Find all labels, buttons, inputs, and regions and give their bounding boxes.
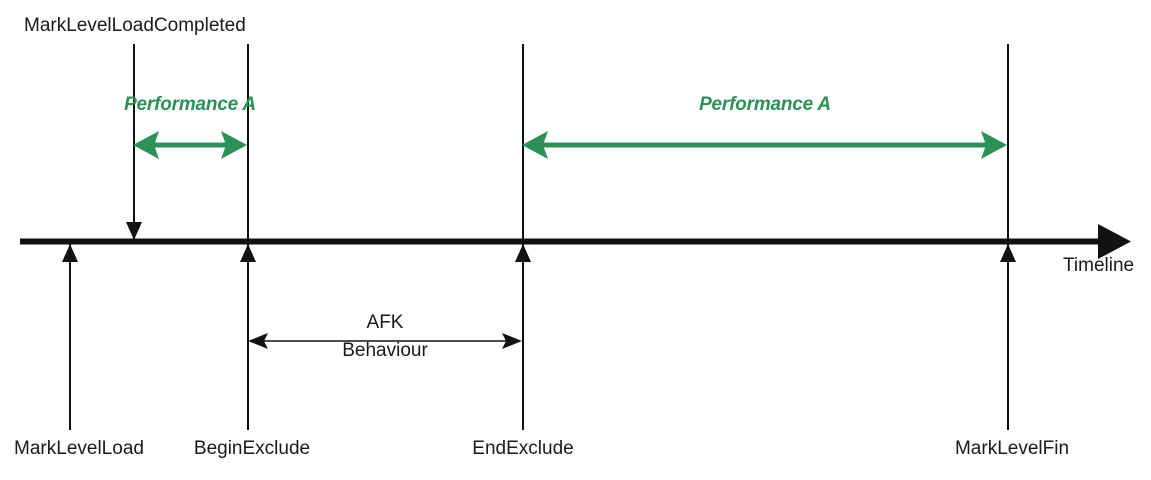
marker-line-mark-level-fin (1007, 44, 1009, 430)
label-mark-level-load: MarkLevelLoad (14, 438, 144, 459)
span-label-behaviour: Behaviour (342, 340, 428, 361)
arrow-mark-level-load-completed-down (126, 44, 142, 240)
arrow-begin-exclude-up (240, 244, 256, 345)
label-end-exclude: EndExclude (472, 438, 574, 459)
span-arrow-performance-a-left (133, 131, 247, 159)
label-begin-exclude: BeginExclude (193, 438, 311, 459)
span-arrow-afk-behaviour (248, 333, 522, 349)
arrow-mark-level-fin-up (1000, 244, 1016, 430)
span-label-performance-a-left: Performance A (124, 94, 256, 115)
label-mark-level-fin: MarkLevelFin (954, 438, 1070, 459)
timeline-axis (20, 224, 1131, 259)
marker-line-end-exclude (522, 44, 524, 430)
span-label-performance-a-right: Performance A (699, 94, 831, 115)
span-arrow-performance-a-right (522, 131, 1007, 159)
arrow-end-exclude-up (515, 244, 531, 345)
marker-line-begin-exclude (247, 44, 249, 430)
arrow-mark-level-load-up (62, 244, 78, 430)
axis-label-timeline: Timeline (1063, 255, 1135, 276)
label-mark-level-load-completed: MarkLevelLoadCompleted (24, 15, 246, 36)
span-label-afk: AFK (366, 312, 404, 333)
